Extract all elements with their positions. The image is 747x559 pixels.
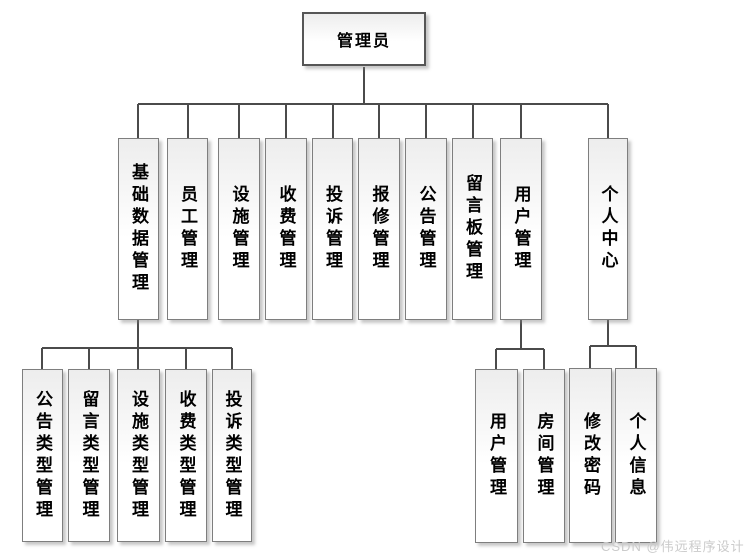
node-fee-mgmt: 收费管理 xyxy=(265,138,307,320)
node-change-password: 修改密码 xyxy=(569,368,612,543)
node-fee-type-mgmt: 收费类型管理 xyxy=(165,369,207,542)
node-facility-mgmt: 设施管理 xyxy=(218,138,260,320)
node-personal-info: 个人信息 xyxy=(615,368,657,543)
node-facility-type-mgmt: 设施类型管理 xyxy=(117,369,160,542)
node-basic-data-mgmt: 基础数据管理 xyxy=(118,138,159,320)
connector-root xyxy=(137,67,609,139)
node-staff-mgmt: 员工管理 xyxy=(167,138,208,320)
csdn-watermark: CSDN @伟远程序设计 xyxy=(601,539,745,554)
connector-personal-center-children xyxy=(589,320,637,369)
connector-basic-data-children xyxy=(41,320,233,370)
node-announcement-mgmt: 公告管理 xyxy=(405,138,447,320)
node-room-mgmt: 房间管理 xyxy=(523,369,565,543)
connector-user-mgmt-children xyxy=(495,320,545,370)
node-admin: 管理员 xyxy=(302,12,426,66)
node-message-type-mgmt: 留言类型管理 xyxy=(68,369,110,542)
node-announcement-type-mgmt: 公告类型管理 xyxy=(22,369,63,542)
node-user-mgmt: 用户管理 xyxy=(500,138,542,320)
node-complaint-type-mgmt: 投诉类型管理 xyxy=(212,369,252,542)
node-repair-mgmt: 报修管理 xyxy=(358,138,400,320)
node-user-mgmt-sub: 用户管理 xyxy=(475,369,518,543)
node-personal-center: 个人中心 xyxy=(588,138,628,320)
node-complaint-mgmt: 投诉管理 xyxy=(312,138,353,320)
node-message-board-mgmt: 留言板管理 xyxy=(452,138,493,320)
